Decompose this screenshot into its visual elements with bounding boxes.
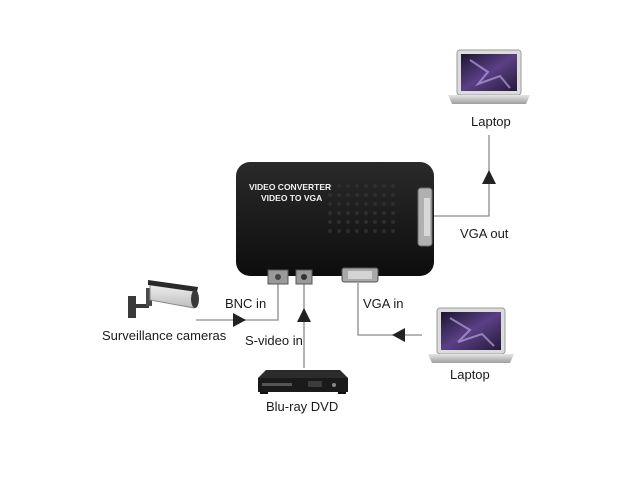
label-laptop-bottom: Laptop: [450, 367, 490, 382]
bnc-port: [267, 269, 289, 285]
arrow-vga-in: [392, 328, 405, 342]
arrow-bnc-in: [233, 313, 246, 327]
label-bnc-in: BNC in: [225, 296, 267, 311]
video-converter-box: VIDEO CONVERTER VIDEO TO VGA: [236, 162, 434, 285]
label-vga-in: VGA in: [363, 296, 404, 311]
grille: [328, 184, 395, 233]
laptop-icon: [448, 49, 530, 104]
label-surveillance-cameras: Surveillance cameras: [102, 328, 227, 343]
label-laptop-top: Laptop: [471, 114, 511, 129]
arrow-vga-out: [482, 170, 496, 184]
label-vga-out: VGA out: [460, 226, 509, 241]
vga-out-line: [430, 135, 490, 217]
label-svideo-in: S-video in: [245, 333, 303, 348]
bluray-player-icon: [258, 370, 348, 394]
arrows: [233, 170, 496, 342]
converter-title-line2: VIDEO TO VGA: [261, 193, 322, 203]
bnc-in-line: [196, 283, 279, 321]
arrow-svideo-in: [297, 308, 311, 322]
surveillance-camera-icon: [128, 280, 199, 318]
converter-title-line1: VIDEO CONVERTER: [249, 182, 331, 192]
label-bluray-dvd: Blu-ray DVD: [266, 399, 339, 414]
laptop-icon: [428, 307, 514, 363]
vga-in-port: [341, 267, 379, 283]
svideo-port: [295, 269, 313, 285]
